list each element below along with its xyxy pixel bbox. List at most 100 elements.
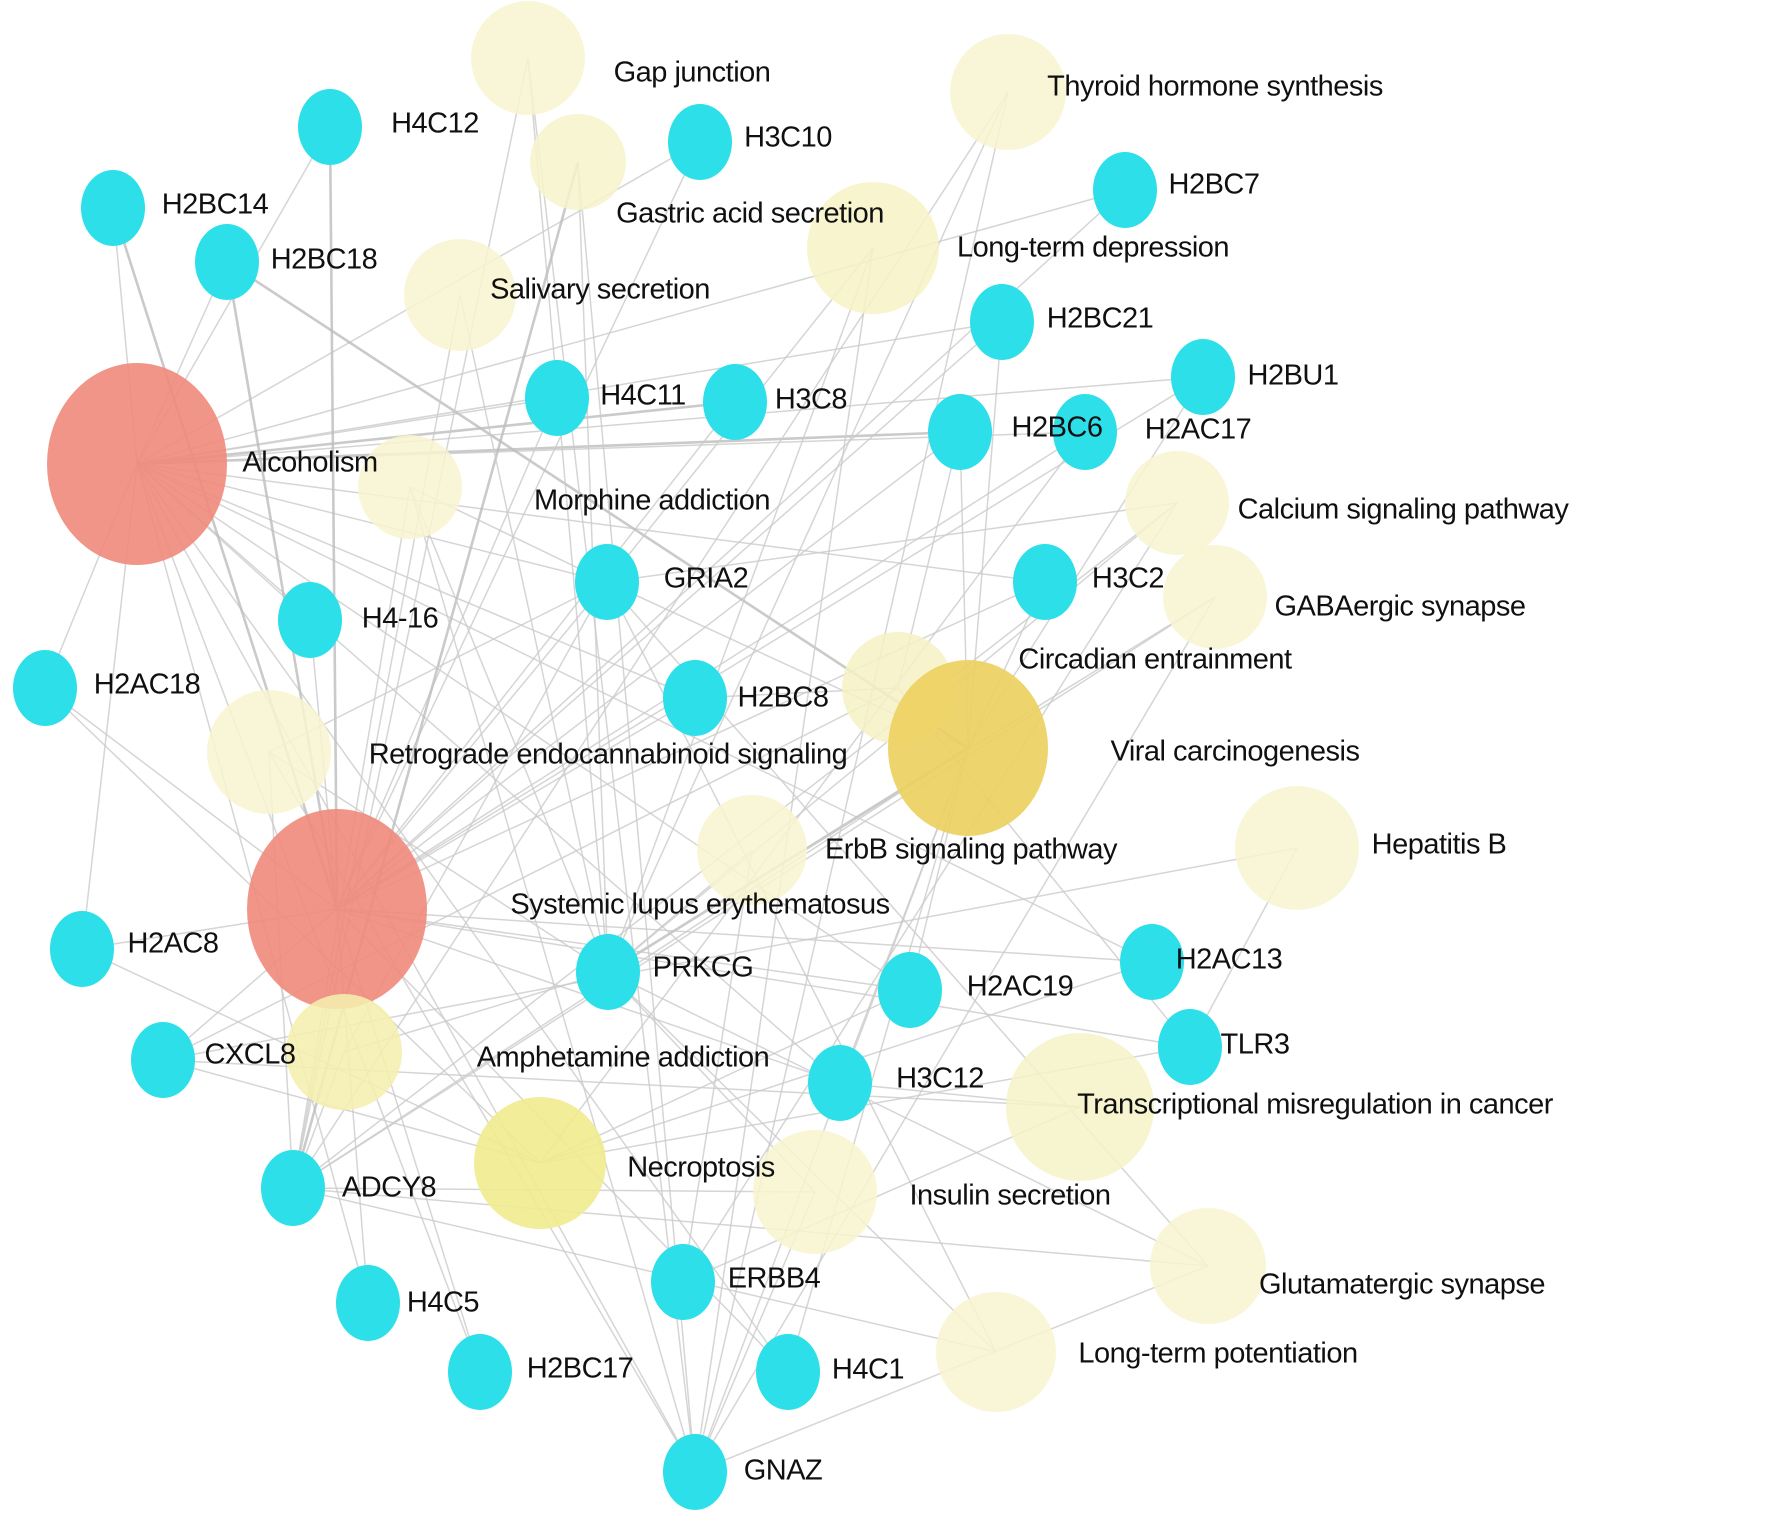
edge-morphine-PRKCG: [409, 486, 609, 973]
gene-node-H2BC18[interactable]: [195, 224, 259, 300]
gene-node-H2BC7[interactable]: [1093, 152, 1157, 228]
edge-circadian-H2BC18: [226, 260, 969, 750]
gene-node-H2AC19[interactable]: [878, 952, 942, 1028]
gene-node-H2BC8[interactable]: [663, 660, 727, 736]
edge-sle-H2BC6: [336, 431, 961, 910]
gene-node-H4C12[interactable]: [298, 89, 362, 165]
H2AC18-label: H2AC18: [94, 669, 201, 701]
pathway-node-transcriptional[interactable]: [1006, 1033, 1154, 1181]
edge-alcoholism-H2BU1: [136, 376, 1204, 465]
gene-node-H2AC8[interactable]: [50, 911, 114, 987]
GNAZ-label: GNAZ: [744, 1455, 823, 1487]
gastric-label: Gastric acid secretion: [616, 198, 884, 230]
H2AC19-label: H2AC19: [967, 971, 1074, 1003]
edge-ltd-PRKCG: [607, 247, 874, 973]
pathway-node-hepatitis[interactable]: [1235, 786, 1359, 910]
gene-node-H2BC6[interactable]: [928, 394, 992, 470]
pathway-node-glutamatergic[interactable]: [1150, 1208, 1266, 1324]
gene-node-GRIA2[interactable]: [575, 544, 639, 620]
gene-node-H4C11[interactable]: [525, 360, 589, 436]
H4C5-label: H4C5: [407, 1287, 479, 1319]
circadian-label: Circadian entrainment: [1018, 644, 1292, 676]
pathway-node-ltp[interactable]: [936, 1292, 1056, 1412]
edge-gap_junction-PRKCG: [527, 57, 609, 973]
pathway-node-salivary[interactable]: [404, 239, 516, 351]
transcriptional-label: Transcriptional misregulation in cancer: [1077, 1089, 1554, 1121]
pathway-node-thyroid[interactable]: [950, 34, 1066, 150]
disease-node-alcoholism[interactable]: [47, 363, 227, 565]
gene-node-H2BC17[interactable]: [448, 1334, 512, 1410]
retrograde-label: Retrograde endocannabinoid signaling: [369, 739, 848, 771]
edge-sle-H3C10: [336, 141, 701, 910]
ERBB4-label: ERBB4: [728, 1263, 821, 1295]
gene-node-H4C5[interactable]: [336, 1265, 400, 1341]
alcoholism-label: Alcoholism: [242, 447, 377, 479]
edge-retrograde-GRIA2: [268, 581, 608, 753]
gene-node-GNAZ[interactable]: [663, 1434, 727, 1510]
CXCL8-label: CXCL8: [205, 1039, 296, 1071]
H2AC13-label: H2AC13: [1176, 944, 1283, 976]
edge-circadian-H4C1: [787, 747, 969, 1373]
gabaergic-label: GABAergic synapse: [1274, 591, 1525, 623]
pathway-node-necroptosis[interactable]: [474, 1097, 606, 1229]
disease-node-sle[interactable]: [247, 809, 427, 1009]
gene-node-TLR3[interactable]: [1158, 1009, 1222, 1085]
erbb-label: ErbB signaling pathway: [825, 834, 1118, 866]
pathway-node-circadian[interactable]: [888, 660, 1048, 836]
gene-node-H2AC18[interactable]: [13, 650, 77, 726]
edge-glutamatergic-ADCY8: [292, 1187, 1209, 1267]
H2BC7-label: H2BC7: [1169, 169, 1260, 201]
gene-node-H2BU1[interactable]: [1171, 339, 1235, 415]
gene-node-H3C2[interactable]: [1013, 544, 1077, 620]
edge-alcoholism-H3C8: [136, 400, 736, 466]
edge-retrograde-PRKCG: [268, 751, 609, 973]
ADCY8-label: ADCY8: [342, 1172, 436, 1204]
gene-node-H2AC17[interactable]: [1053, 394, 1117, 470]
gene-node-ADCY8[interactable]: [261, 1150, 325, 1226]
salivary-label: Salivary secretion: [490, 274, 710, 306]
pathway-node-gap_junction[interactable]: [471, 1, 585, 115]
edge-necroptosis-H2AC19: [539, 989, 911, 1164]
H3C2-label: H3C2: [1092, 563, 1164, 595]
pathway-node-gabaergic[interactable]: [1163, 545, 1267, 649]
morphine-label: Morphine addiction: [534, 485, 770, 517]
H3C8-label: H3C8: [775, 384, 847, 416]
glutamatergic-label: Glutamatergic synapse: [1259, 1269, 1545, 1301]
amphetamine-label: Amphetamine addiction: [477, 1042, 770, 1074]
pathway-node-insulin[interactable]: [753, 1130, 877, 1254]
pathway-node-amphetamine[interactable]: [286, 994, 402, 1110]
gene-node-H4C1[interactable]: [756, 1334, 820, 1410]
H4C12-label: H4C12: [391, 108, 479, 140]
gene-node-ERBB4[interactable]: [651, 1244, 715, 1320]
gene-node-H3C10[interactable]: [668, 104, 732, 180]
GRIA2-label: GRIA2: [664, 563, 749, 595]
gene-node-H2BC21[interactable]: [970, 284, 1034, 360]
edge-sle-TLR3: [336, 908, 1191, 1048]
pathway-node-erbb[interactable]: [697, 795, 807, 905]
pathway-node-ltd[interactable]: [807, 182, 939, 314]
edge-alcoholism-H2AC17: [136, 431, 1086, 465]
gene-node-PRKCG[interactable]: [576, 934, 640, 1010]
gene-node-H3C8[interactable]: [703, 364, 767, 440]
sle-label: Systemic lupus erythematosus: [510, 889, 889, 921]
calcium-label: Calcium signaling pathway: [1238, 494, 1570, 526]
pathway-node-retrograde[interactable]: [207, 690, 331, 814]
pathway-node-morphine[interactable]: [358, 435, 462, 539]
gene-node-H4-16[interactable]: [278, 582, 342, 658]
gene-node-H3C12[interactable]: [808, 1045, 872, 1121]
pathway-node-calcium[interactable]: [1125, 451, 1229, 555]
gene-node-H2AC13[interactable]: [1120, 924, 1184, 1000]
gene-node-H2BC14[interactable]: [81, 170, 145, 246]
thyroid-label: Thyroid hormone synthesis: [1047, 71, 1383, 103]
H2AC17-label: H2AC17: [1145, 414, 1252, 446]
H4C1-label: H4C1: [832, 1354, 904, 1386]
edge-sle-H2AC13: [336, 908, 1153, 963]
H2BC17-label: H2BC17: [527, 1353, 634, 1385]
H2BC8-label: H2BC8: [738, 682, 829, 714]
pathway-node-gastric[interactable]: [530, 114, 626, 210]
gene-node-CXCL8[interactable]: [131, 1022, 195, 1098]
edge-calcium-ERBB4: [682, 502, 1178, 1283]
